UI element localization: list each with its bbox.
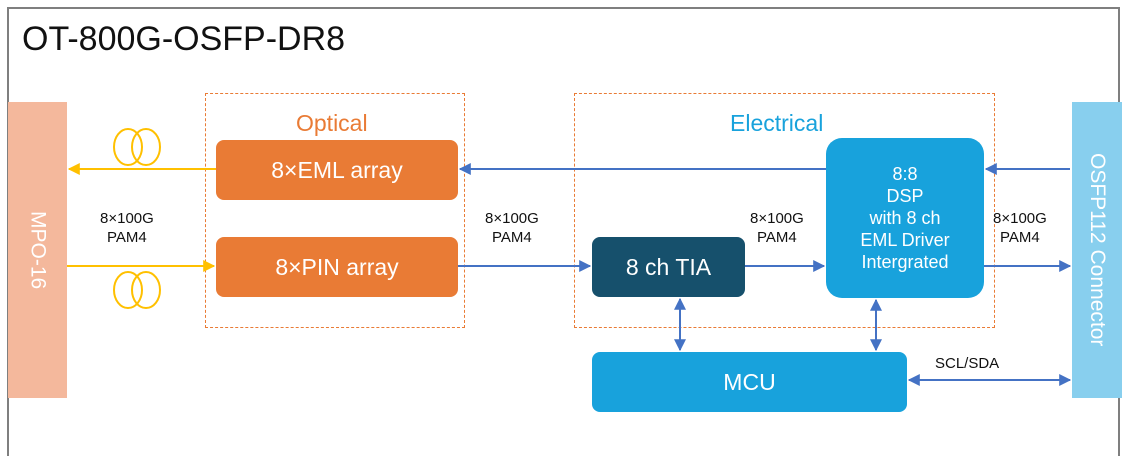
rate-line: 8×100G <box>100 210 154 227</box>
rate-line: PAM4 <box>757 229 797 246</box>
optical-group-box <box>205 93 465 328</box>
scl-sda-label: SCL/SDA <box>935 355 1000 372</box>
rate-line: PAM4 <box>107 229 147 246</box>
dsp-line: with 8 ch <box>869 208 941 228</box>
rate-line: 8×100G <box>750 210 804 227</box>
dsp-line: DSP <box>886 186 924 206</box>
tia-dsp-rate-label: 8×100G PAM4 <box>750 209 804 247</box>
fiber-rate-label: 8×100G PAM4 <box>100 209 154 247</box>
rate-line: 8×100G <box>993 210 1047 227</box>
fiber-coil-icon <box>113 128 161 166</box>
dsp-line: Intergrated <box>861 252 949 272</box>
dsp-line: EML Driver <box>860 230 950 250</box>
pin-tia-rate-label: 8×100G PAM4 <box>485 209 539 247</box>
electrical-group-label: Electrical <box>730 110 824 136</box>
mpo-label: MPO-16 <box>26 210 50 290</box>
dsp-block: 8:8 DSP with 8 ch EML Driver Intergrated <box>826 138 984 298</box>
tia-block: 8 ch TIA <box>592 237 745 297</box>
rate-line: 8×100G <box>485 210 539 227</box>
electrical-group-box <box>574 93 995 328</box>
pin-array-block: 8×PIN array <box>216 237 458 297</box>
mpo-16-connector: MPO-16 <box>8 102 67 398</box>
diagram-title: OT-800G-OSFP-DR8 <box>22 20 346 58</box>
rate-line: PAM4 <box>1000 229 1040 246</box>
osfp-label: OSFP112 Connector <box>1086 153 1109 347</box>
osfp112-connector: OSFP112 Connector <box>1072 102 1122 398</box>
rate-line: PAM4 <box>492 229 532 246</box>
eml-array-block: 8×EML array <box>216 140 458 200</box>
fiber-coil-icon <box>113 271 161 309</box>
dsp-host-rate-label: 8×100G PAM4 <box>993 209 1047 247</box>
mcu-block: MCU <box>592 352 907 412</box>
optical-group-label: Optical <box>296 110 368 136</box>
dsp-line: 8:8 <box>892 164 918 184</box>
